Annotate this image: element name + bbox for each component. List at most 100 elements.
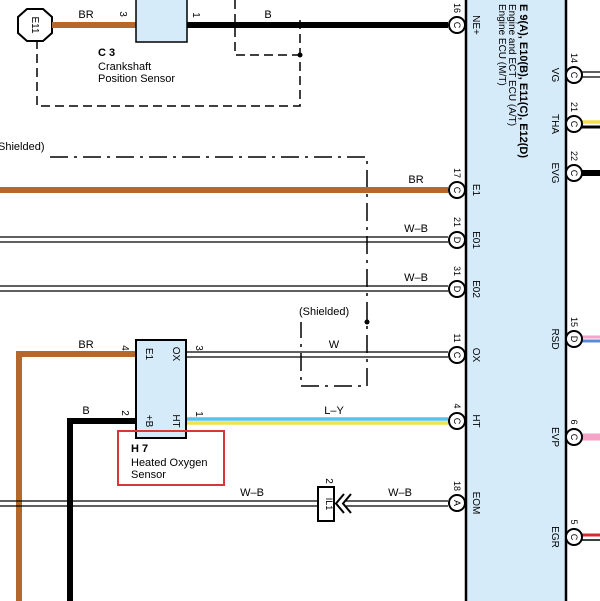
ecu-terminal-ht: C 4 HT [448,403,481,430]
svg-text:22: 22 [569,151,579,161]
wire-label-br-h7: BR [78,339,93,351]
crank-splice [297,52,303,58]
ecu-terminal-e01: D 21 E01 [448,217,481,249]
shield-splice [364,319,370,325]
crankshaft-sensor-box [135,0,188,43]
e11-label: E11 [29,16,40,33]
svg-text:6: 6 [569,419,579,424]
h7-num1: 1 [193,411,204,417]
ecu-terminal-tha: C 21 THA [549,102,583,134]
svg-text:D: D [452,286,462,293]
svg-text:16: 16 [452,3,462,13]
svg-text:21: 21 [569,102,579,112]
svg-text:C: C [569,72,579,79]
svg-text:14: 14 [569,53,579,63]
ecu-terminal-rsd: D 15 RSD [549,317,583,350]
wire-label-b-top: B [264,9,271,21]
ecu-terminal-ne: C 16 NE+ [448,3,481,35]
svg-text:EOM: EOM [470,492,481,515]
h7-num3: 3 [193,345,204,351]
wire-label-wb-eom-left: W–B [240,487,264,499]
il1-chevron-2 [341,493,352,514]
svg-text:E1: E1 [470,184,481,197]
svg-text:5: 5 [569,519,579,524]
ecu-title-line3: Engine ECU (M/T) [496,4,507,86]
h7-pin-ox: OX [170,347,181,362]
il1-label: IL1 [324,498,334,511]
shielded-label-left: Shielded) [0,141,44,153]
c3-pin3: 3 [117,11,128,17]
svg-text:VG: VG [549,68,560,83]
svg-text:EGR: EGR [549,526,560,548]
wire-label-wb-eom-right: W–B [388,487,412,499]
wire-br-h7-e1 [16,351,136,601]
o2-sensor-highlight [117,430,225,486]
svg-text:C: C [452,352,462,359]
crank-inner-dashed [234,0,300,56]
svg-text:HT: HT [470,414,481,427]
c3-pin1: 1 [190,12,201,18]
svg-text:C: C [569,534,579,541]
ecu-terminal-evg: C 22 EVG [549,151,583,184]
svg-text:E01: E01 [470,231,481,249]
ecu-title-group: E 9(A), E10(B), E11(C), E12(D) Engine an… [496,4,529,158]
svg-text:C: C [452,418,462,425]
ecu-body [464,0,568,601]
shielded-label-ox: (Shielded) [299,306,349,318]
svg-text:D: D [452,237,462,244]
svg-text:C: C [452,187,462,194]
svg-text:OX: OX [470,348,481,363]
h7-name-line1: Heated Oxygen [131,457,207,469]
svg-text:21: 21 [452,217,462,227]
wire-label-b-h7: B [82,405,89,417]
h7-pin-b: +B [143,415,154,428]
svg-text:C: C [569,434,579,441]
ecu-terminal-vg: C 14 VG [549,53,583,84]
svg-text:NE+: NE+ [470,15,481,35]
svg-text:C: C [452,22,462,29]
svg-text:EVP: EVP [549,427,560,447]
h7-name-line2: Sensor [131,469,166,481]
svg-text:C: C [569,170,579,177]
svg-text:THA: THA [549,114,560,134]
svg-text:E02: E02 [470,280,481,298]
ecu-title-line2: Engine and ECT ECU (A/T) [506,4,517,126]
wire-label-br-e1: BR [408,174,423,186]
h7-num2: 2 [119,410,130,416]
svg-text:18: 18 [452,481,462,491]
e11-connector [17,8,53,42]
svg-text:31: 31 [452,266,462,276]
shield-region-dashed [50,156,368,387]
wire-label-br-top: BR [78,9,93,21]
ecu-terminal-evp: C 6 EVP [549,419,583,447]
c3-code: C 3 [98,47,115,59]
o2-sensor-box [135,339,187,439]
ecu-terminal-eom: A 18 EOM [448,481,481,515]
wire-label-w: W [329,339,340,351]
il1-chevron-1 [334,493,345,514]
h7-pin-ht: HT [170,414,181,427]
il1-pin: 2 [323,478,334,484]
h7-pin-e1: E1 [143,348,154,361]
svg-text:RSD: RSD [549,328,560,349]
svg-text:EVG: EVG [549,162,560,183]
wire-label-wb-e02: W–B [404,272,428,284]
wire-b-h7-plusb [67,418,136,601]
c3-name-line1: Crankshaft [98,61,151,73]
wire-label-wb-e01: W–B [404,223,428,235]
svg-text:17: 17 [452,168,462,178]
c3-name-line2: Position Sensor [98,73,175,85]
ecu-title-line1: E 9(A), E10(B), E11(C), E12(D) [517,4,529,158]
wire-label-ly: L–Y [324,405,344,417]
svg-text:15: 15 [569,317,579,327]
il1-connector [317,486,335,522]
svg-text:D: D [569,336,579,343]
h7-num4: 4 [119,345,130,351]
svg-text:11: 11 [452,333,462,342]
ecu-terminal-ox: C 11 OX [448,333,481,364]
h7-code: H 7 [131,443,148,455]
svg-text:C: C [569,121,579,128]
svg-text:4: 4 [452,403,462,408]
svg-text:A: A [452,500,462,506]
